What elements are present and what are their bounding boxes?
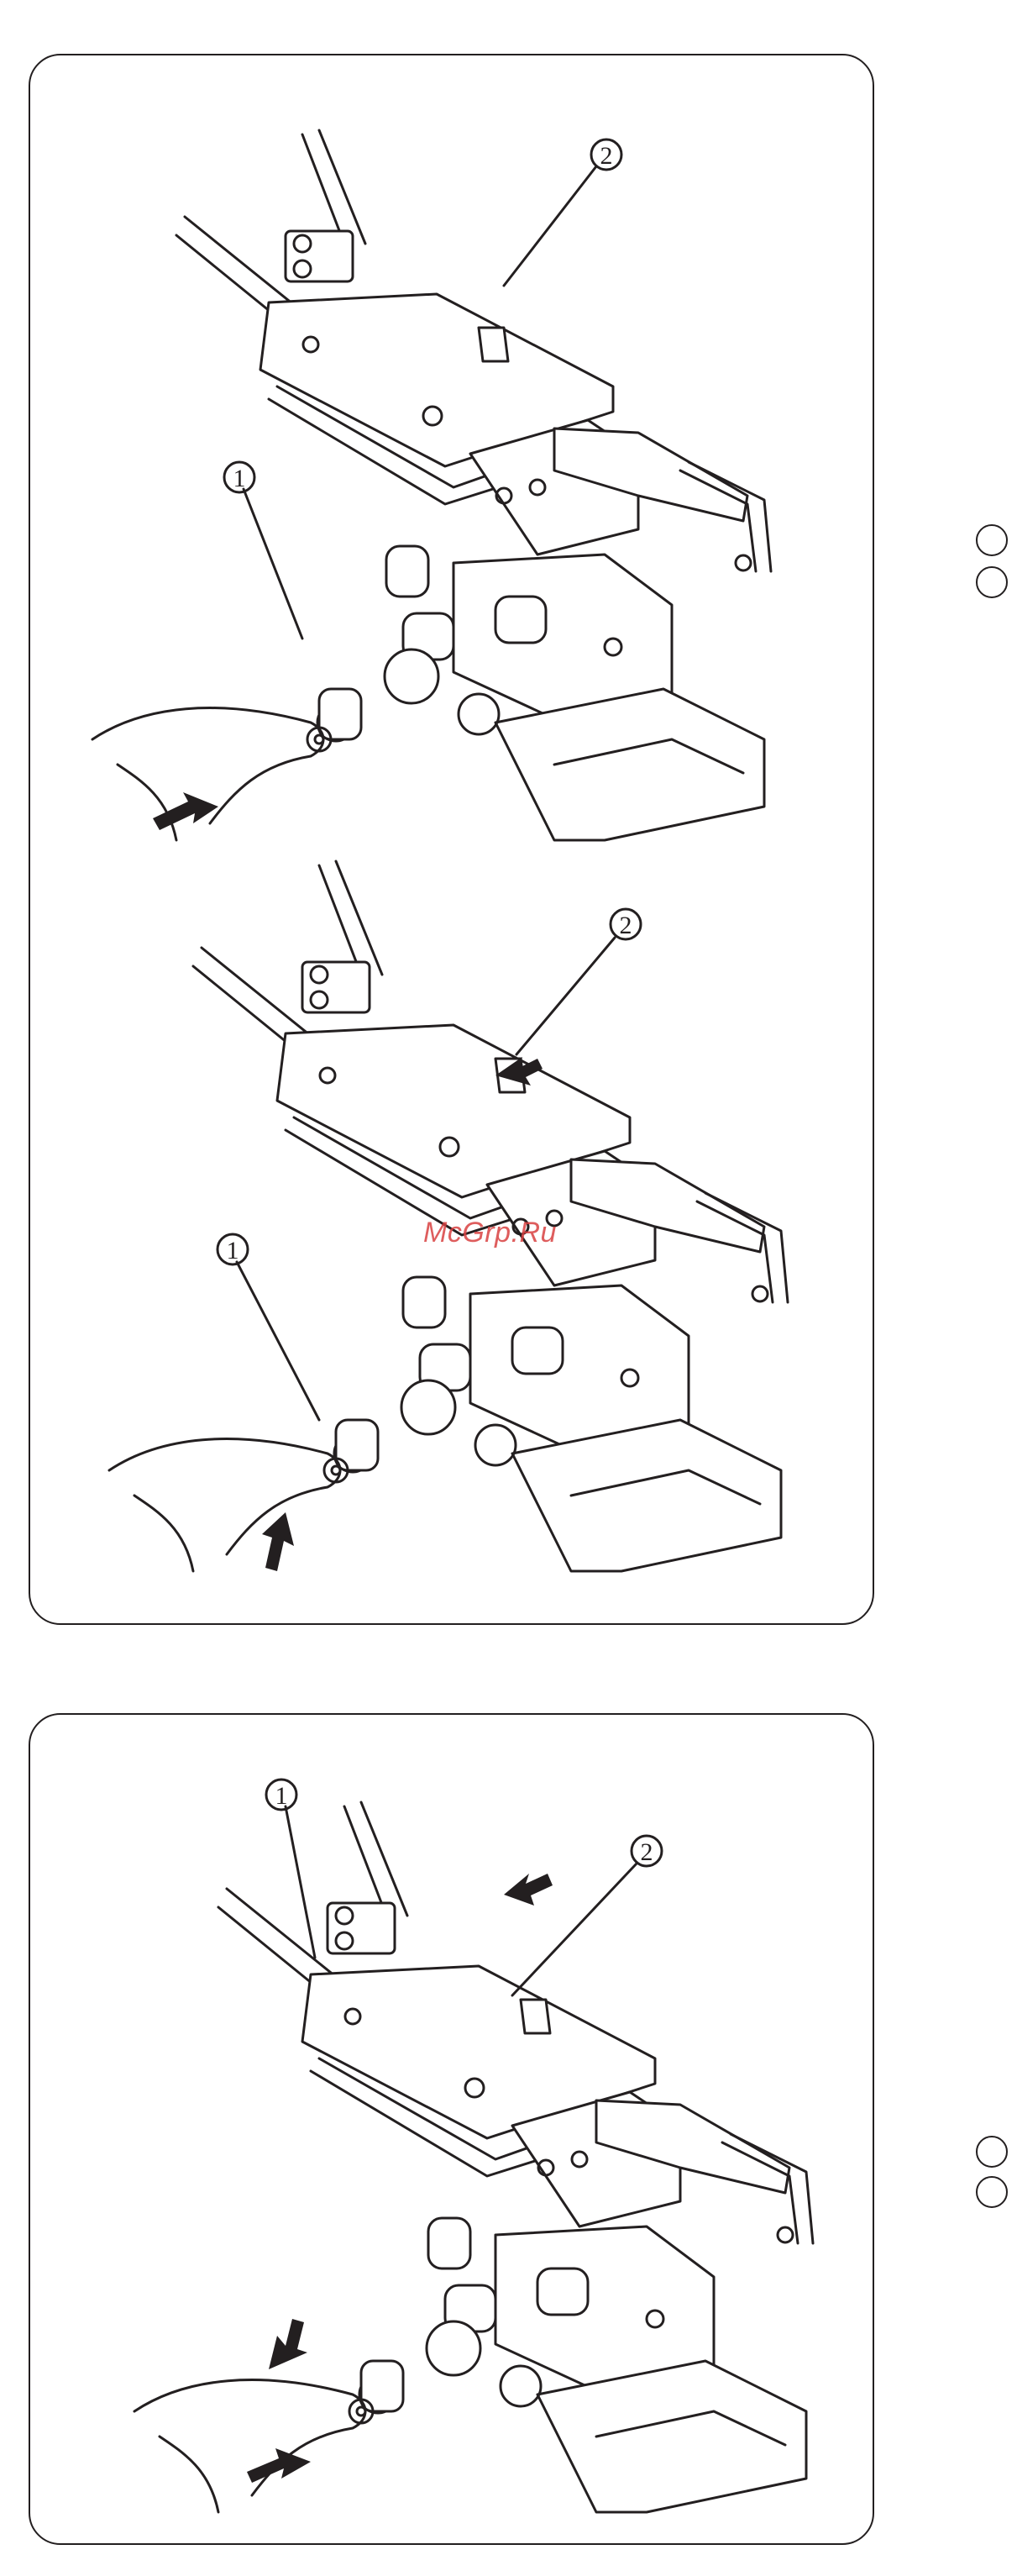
- margin-circle-marker: [976, 566, 1008, 598]
- watermark-text: McGrp.Ru: [423, 1217, 557, 1249]
- callout-label-2b: 2: [620, 912, 632, 939]
- callout-label-1b: 1: [227, 1237, 239, 1264]
- machine-figure-1: [92, 130, 771, 840]
- machine-figure-3: [134, 1802, 813, 2512]
- callout-label-2: 2: [600, 142, 613, 170]
- callout-label-1: 1: [233, 465, 246, 492]
- rotate-down-arrow-icon: [262, 1512, 294, 1571]
- callout-label-1c: 1: [275, 1782, 288, 1810]
- callout-label-2c: 2: [641, 1838, 653, 1866]
- margin-circle-marker: [976, 2136, 1008, 2168]
- rotate-up-arrow-icon: [269, 2319, 307, 2369]
- margin-circle-marker: [976, 524, 1008, 556]
- margin-circle-marker: [976, 2176, 1008, 2208]
- pull-arrow-icon: [153, 792, 218, 830]
- pull-arrow-icon-b: [247, 2448, 311, 2483]
- lift-up-arrow-icon: [504, 1874, 553, 1906]
